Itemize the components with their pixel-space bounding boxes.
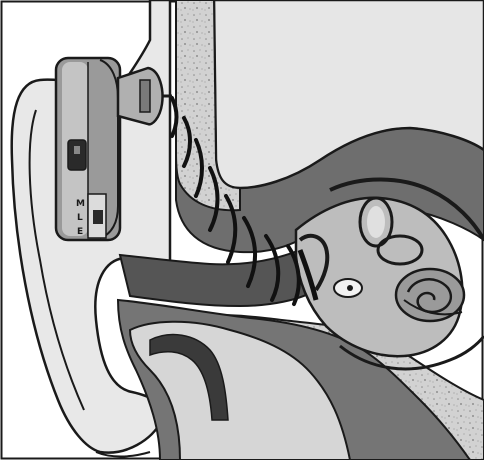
switch-label-e: E	[77, 227, 83, 237]
volume-wheel	[68, 140, 86, 170]
switch-label-m: M	[76, 199, 85, 209]
switch-label-l: L	[77, 213, 83, 223]
